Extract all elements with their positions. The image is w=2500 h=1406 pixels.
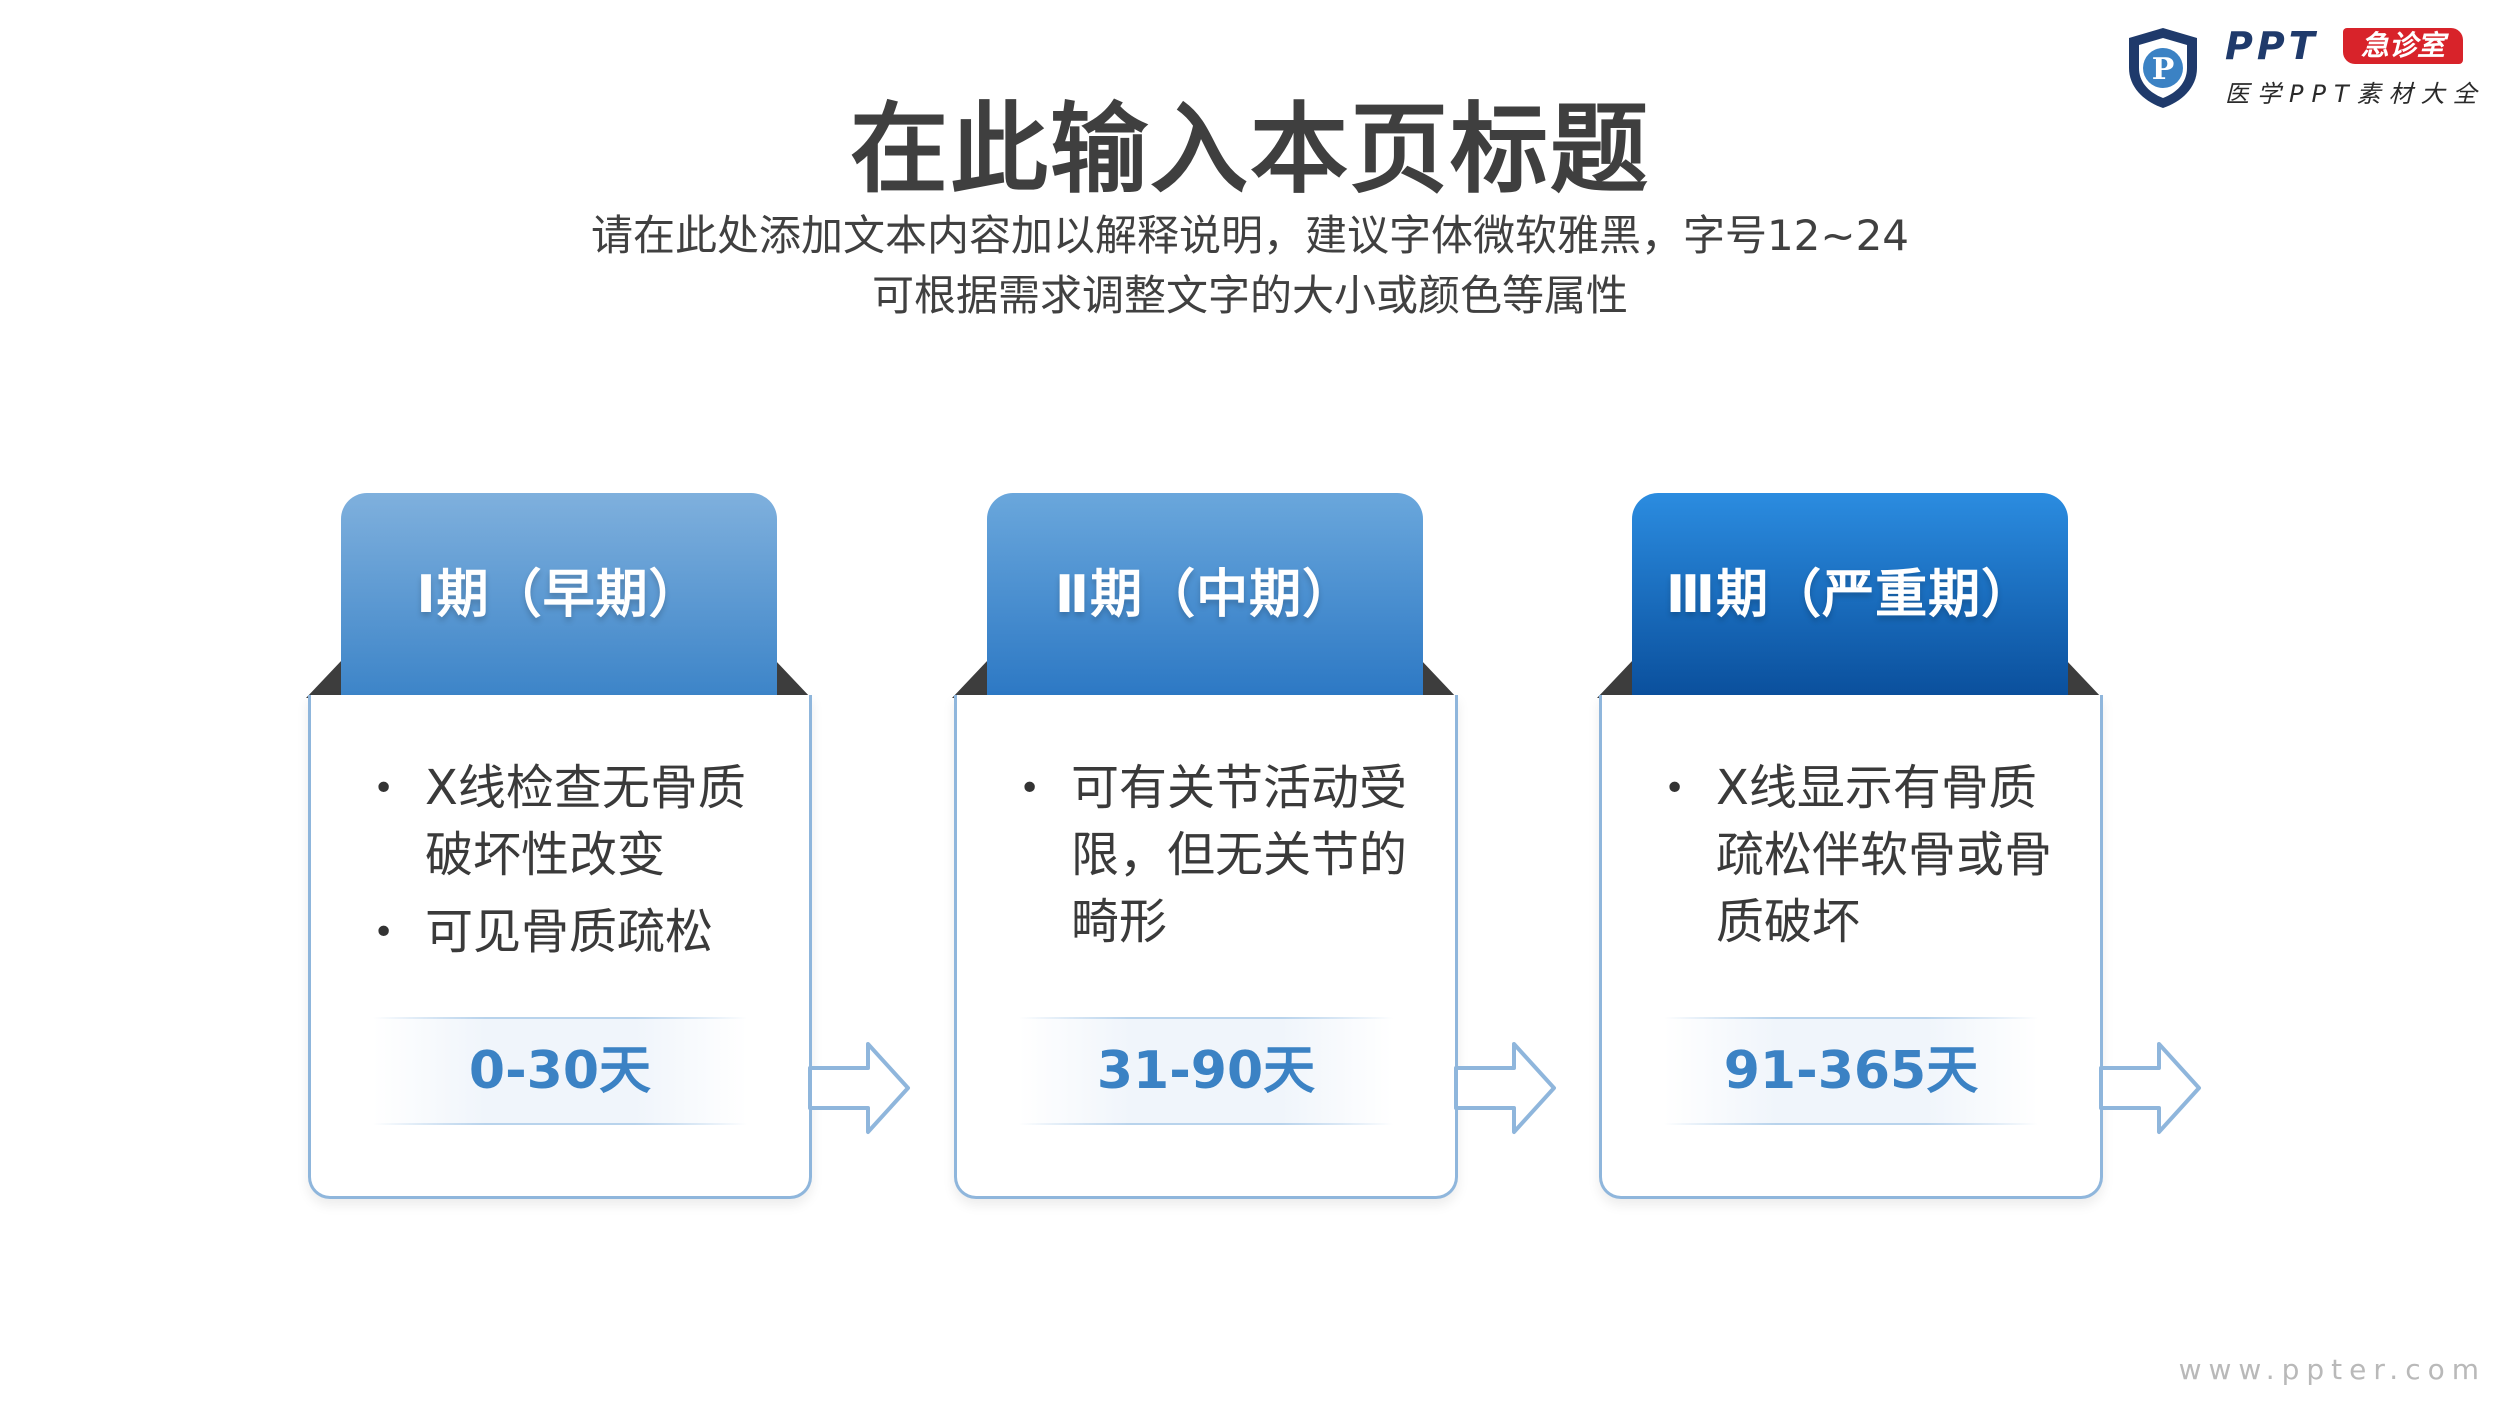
page-title: 在此输入本页标题	[849, 93, 1650, 207]
card-fold-left	[306, 660, 342, 698]
card-fold-right	[775, 660, 811, 698]
bullet-dot-icon: •	[373, 912, 395, 953]
stage-tab-2: Ⅱ期（中期）	[987, 493, 1423, 698]
card-fold-left	[1597, 660, 1633, 698]
brand-logo: P PPT 急诊室 医学PPT素材大全	[2125, 22, 2485, 112]
stage-range: 91-365天	[1664, 1017, 2038, 1125]
logo-badge: 急诊室	[2343, 28, 2464, 64]
card-fold-right	[2066, 660, 2102, 698]
bullet-list: •可有关节活动受限，但无关节的畸形	[1011, 755, 1419, 966]
stage-body-2: •可有关节活动受限，但无关节的畸形 31-90天	[954, 695, 1458, 1199]
right-arrow-icon	[2099, 1042, 2201, 1134]
stage-range: 31-90天	[1019, 1017, 1393, 1125]
logo-brand-text: PPT	[2225, 24, 2319, 68]
card-fold-right	[1421, 660, 1457, 698]
stage-body-3: •X线显示有骨质疏松伴软骨或骨质破坏 91-365天	[1599, 695, 2103, 1199]
bullet-dot-icon: •	[1019, 768, 1041, 809]
list-item: •可见骨质疏松	[365, 899, 773, 966]
stage-tab-3: Ⅲ期（严重期）	[1632, 493, 2068, 698]
logo-tagline: 医学PPT素材大全	[2225, 80, 2485, 108]
page-subtitle-line1: 请在此处添加文本内容加以解释说明，建议字体微软雅黑，字号12~24	[590, 211, 1910, 260]
stage-tab-1: Ⅰ期（早期）	[341, 493, 777, 698]
bullet-list: •X线检查无骨质破坏性改变 •可见骨质疏松	[365, 755, 773, 976]
list-item: •X线检查无骨质破坏性改变	[365, 755, 773, 889]
card-fold-left	[952, 660, 988, 698]
watermark: www.ppter.com	[2178, 1353, 2486, 1386]
right-arrow-icon	[1454, 1042, 1556, 1134]
stage-body-1: •X线检查无骨质破坏性改变 •可见骨质疏松 0-30天	[308, 695, 812, 1199]
bullet-dot-icon: •	[373, 768, 395, 809]
stage-range: 0-30天	[373, 1017, 747, 1125]
list-item: •可有关节活动受限，但无关节的畸形	[1011, 755, 1419, 956]
list-item: •X线显示有骨质疏松伴软骨或骨质破坏	[1656, 755, 2064, 956]
logo-letter: P	[2152, 52, 2175, 87]
shield-logo-icon: P	[2129, 28, 2197, 108]
right-arrow-icon	[808, 1042, 910, 1134]
bullet-list: •X线显示有骨质疏松伴软骨或骨质破坏	[1656, 755, 2064, 966]
page-subtitle-line2: 可根据需求调整文字的大小或颜色等属性	[871, 271, 1628, 320]
bullet-dot-icon: •	[1664, 768, 1686, 809]
